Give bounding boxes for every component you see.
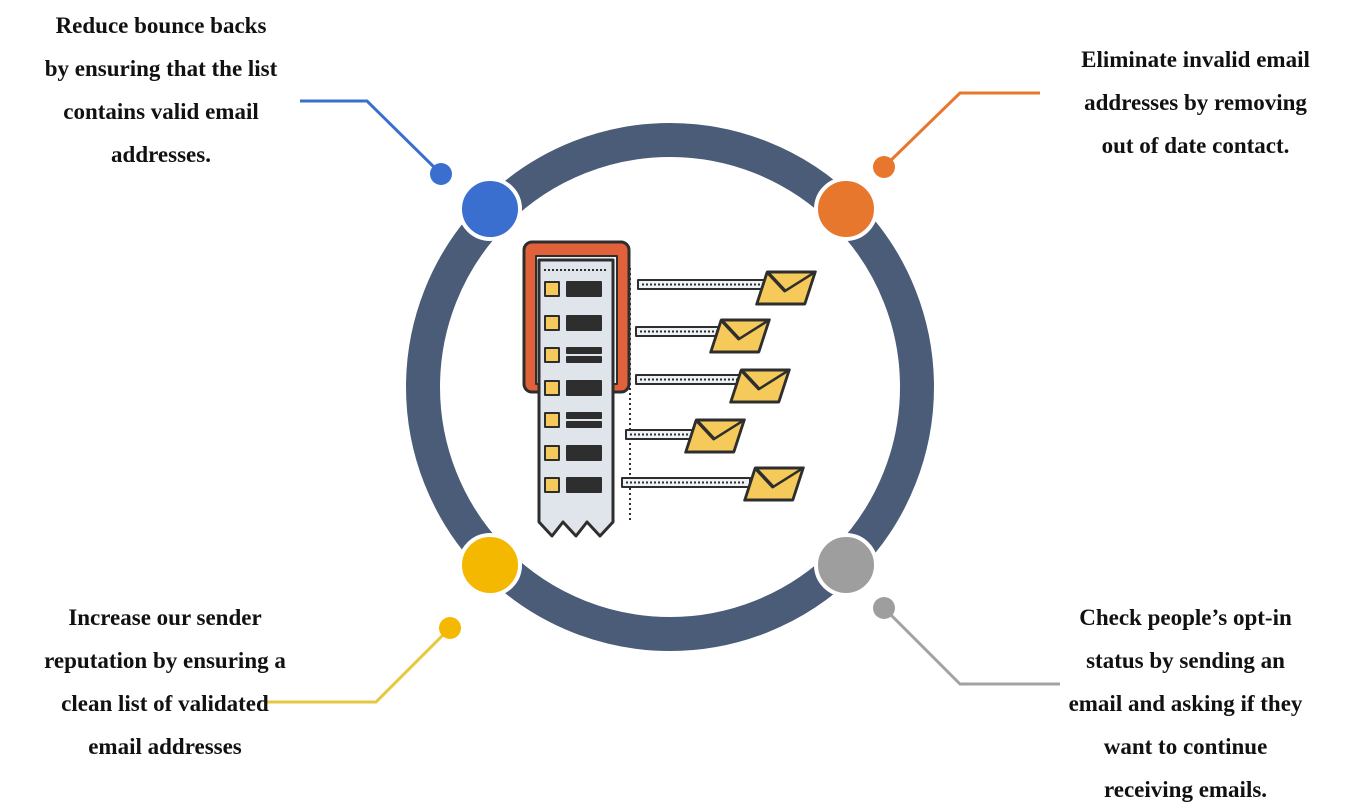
callout-reduce-bounce-backs: Reduce bounce backs by ensuring that the… xyxy=(44,13,278,167)
list-rows xyxy=(544,281,602,493)
callout-eliminate-invalid-emails: Eliminate invalid email addresses by rem… xyxy=(1081,47,1310,158)
connector-bottom-right xyxy=(873,597,1060,686)
node-top-right xyxy=(814,177,878,241)
envelope-row-3 xyxy=(635,368,791,404)
node-bottom-right xyxy=(814,533,878,597)
connector-top-right xyxy=(873,91,1040,178)
envelope-row-1 xyxy=(637,270,817,306)
callout-increase-sender-reputation: Increase our sender reputation by ensuri… xyxy=(44,605,286,759)
node-bottom-left xyxy=(458,533,522,597)
callout-check-opt-in-status: Check people’s opt-in status by sending … xyxy=(1068,605,1303,802)
envelope-icon xyxy=(729,368,791,404)
envelope-row-5 xyxy=(621,466,805,502)
envelope-icon xyxy=(755,270,817,306)
connector-bottom-left xyxy=(265,617,461,704)
email-list-validation-icon xyxy=(522,240,817,538)
envelope-row-4 xyxy=(625,418,746,454)
envelope-icon xyxy=(684,418,746,454)
connector-top-left xyxy=(300,99,452,185)
node-top-left xyxy=(458,177,522,241)
envelope-icon xyxy=(743,466,805,502)
envelope-icon xyxy=(709,318,771,354)
envelope-row-2 xyxy=(635,318,771,354)
ring xyxy=(406,123,934,651)
